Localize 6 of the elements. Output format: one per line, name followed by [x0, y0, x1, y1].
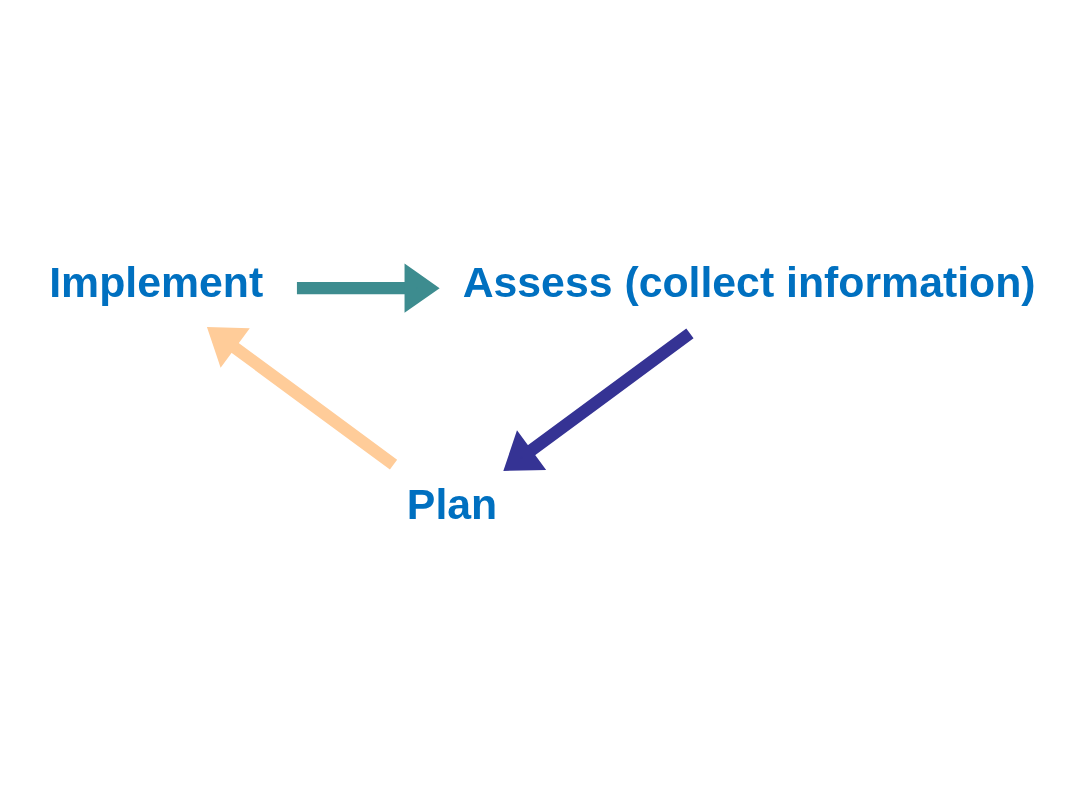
node-text: Assess (collect information)	[462, 258, 1036, 307]
node-text: Plan	[406, 479, 498, 528]
arrow	[206, 327, 398, 470]
node-text: Implement	[49, 258, 264, 307]
arrow	[296, 263, 440, 313]
arrow	[503, 328, 694, 471]
